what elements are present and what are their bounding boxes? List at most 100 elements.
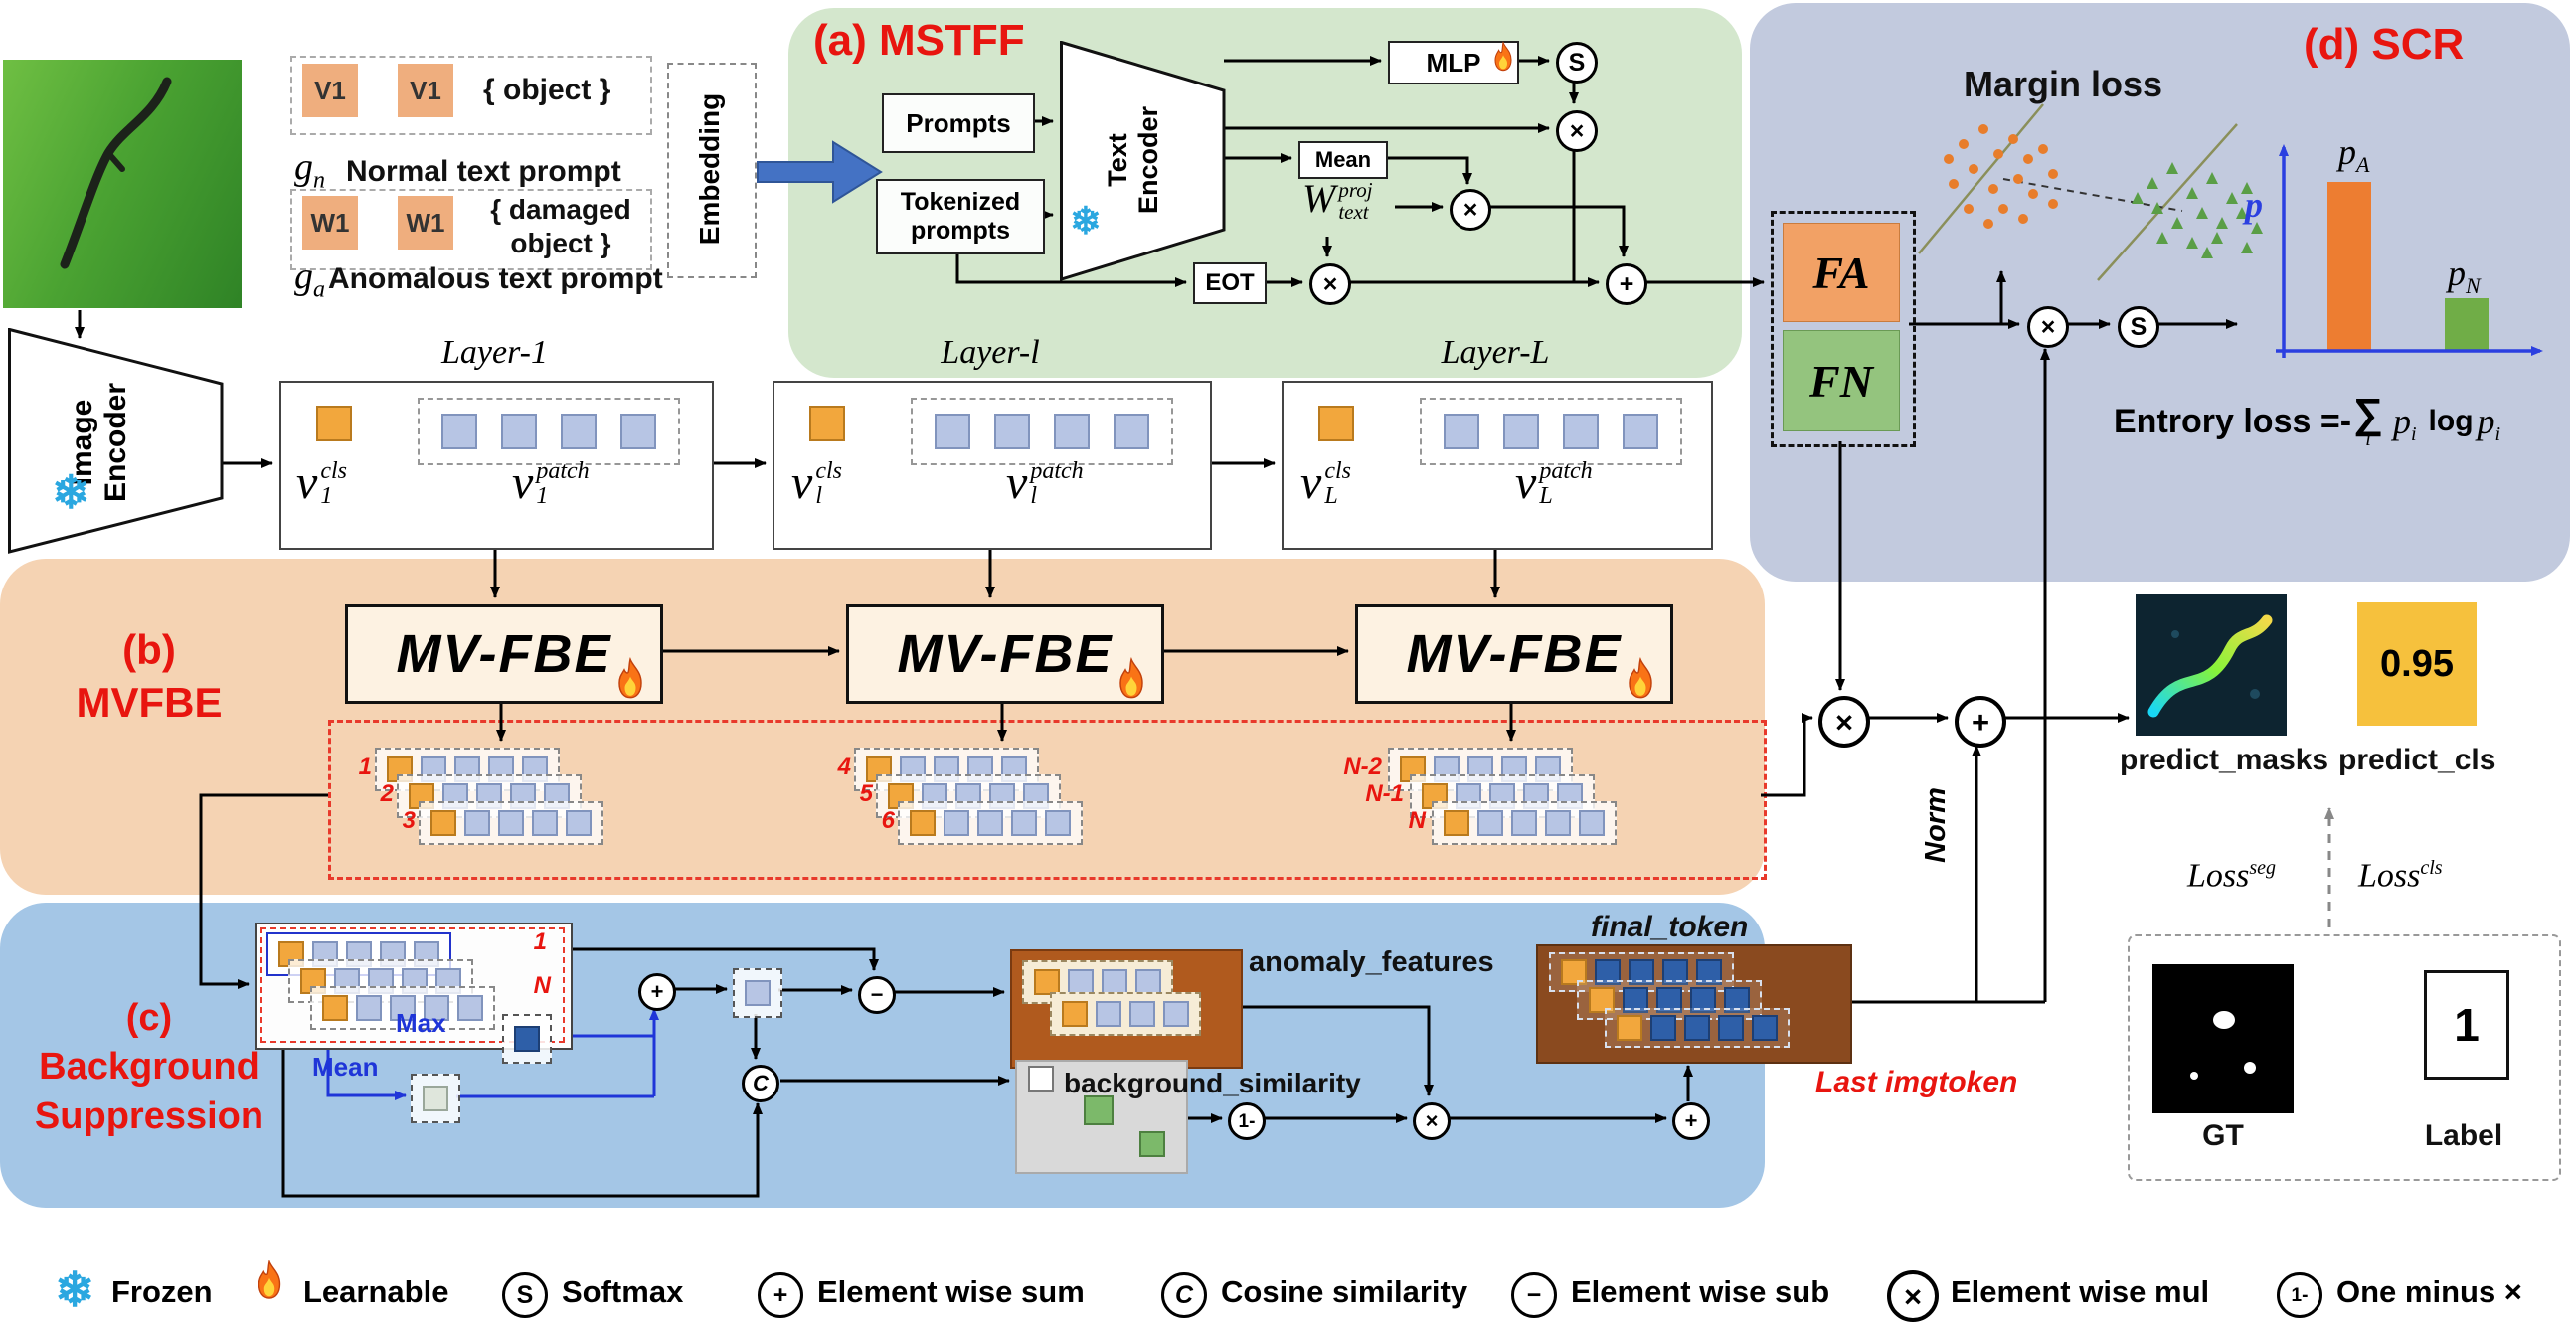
patch-token <box>501 414 537 449</box>
margin-loss-label: Margin loss <box>1964 64 2163 104</box>
fn-box: FN <box>1783 330 1900 431</box>
cls-token <box>316 406 352 441</box>
w-base: W <box>1302 176 1336 221</box>
tokenized-prompts-box: Tokenized prompts <box>876 179 1045 254</box>
token-row <box>310 986 495 1030</box>
background-similarity-label: background_similarity <box>1064 1068 1361 1098</box>
patch-token <box>532 810 558 836</box>
embedding-to-mstff-arrow <box>757 140 883 204</box>
patch-token <box>1503 414 1539 449</box>
object-placeholder: { object } <box>483 74 611 106</box>
patch-token <box>977 810 1003 836</box>
fa-fn-container <box>1771 211 1916 447</box>
sum-op: + <box>638 973 676 1011</box>
p-axis-label: p <box>2245 185 2263 225</box>
cls-token <box>1617 1015 1642 1041</box>
combined-token <box>745 980 771 1006</box>
patch-token <box>561 414 597 449</box>
patch-token <box>1595 959 1621 985</box>
p-base: p <box>2448 253 2466 293</box>
one-minus-op: 1- <box>1228 1102 1266 1140</box>
subtract-symbol: − <box>1526 1280 1542 1309</box>
bs-title-line1: (c) <box>125 997 173 1039</box>
patch-token <box>994 414 1030 449</box>
subtract-symbol: − <box>870 982 884 1007</box>
legend-mul: Element wise mul <box>1951 1274 2210 1309</box>
patch-token <box>1718 1015 1744 1041</box>
final-token-label: final_token <box>1591 911 1749 943</box>
scr-title: (d) SCR <box>2304 20 2465 69</box>
label-caption: Label <box>2424 1119 2503 1152</box>
cls-token <box>910 810 936 836</box>
text-encoder-line1: Text <box>1102 133 1132 187</box>
loss-base: Loss <box>2187 857 2250 895</box>
sum-op: + <box>758 1272 803 1318</box>
v-sup: cls <box>815 458 842 484</box>
background-token <box>1139 1131 1165 1157</box>
layer1-title: Layer-1 <box>441 334 548 371</box>
legend-one-minus: One minus × <box>2336 1274 2522 1309</box>
v-sub: l <box>815 483 822 510</box>
flame-icon <box>608 656 652 710</box>
loss-seg-label: Lossseg <box>2187 857 2276 895</box>
prompts-box-label: Prompts <box>906 107 1011 138</box>
image-encoder-label: Image Encoder <box>45 333 154 552</box>
row-index: 4 <box>837 754 851 780</box>
p-term: p <box>2477 402 2495 442</box>
mvfbe-block-label: MV-FBE <box>1406 624 1623 684</box>
pa-sub: A <box>2356 152 2370 178</box>
sum-op: + <box>1606 263 1647 305</box>
sum-symbol: + <box>773 1280 788 1309</box>
w-text-proj-label: W proj text <box>1302 176 1373 224</box>
w1-label: W1 <box>406 207 445 238</box>
mean-label: Mean <box>312 1052 379 1082</box>
mstff-title: (a) MSTFF <box>813 16 1025 65</box>
patch-token <box>1011 810 1037 836</box>
token-row <box>375 748 560 791</box>
softmax-op: S <box>2118 306 2159 348</box>
loss-sup: seg <box>2249 857 2277 879</box>
mvfbe-block-2: MV-FBE <box>846 604 1164 704</box>
patch-token <box>1684 1015 1710 1041</box>
pn-sub: N <box>2466 273 2481 299</box>
multiply-symbol: × <box>1322 269 1338 298</box>
flame-icon <box>1619 656 1662 710</box>
flame-icon <box>1110 656 1153 710</box>
combined-token-box <box>733 968 782 1018</box>
bs-title-line2: Background <box>39 1046 259 1089</box>
mean-label: Mean <box>1314 147 1372 172</box>
multiply-symbol: × <box>1569 116 1585 145</box>
sum-symbol: + <box>1619 269 1634 298</box>
anomalous-prompt-frame <box>290 189 652 270</box>
cls-token <box>1444 810 1469 836</box>
predict-masks-label: predict_masks <box>2120 744 2329 776</box>
multiply-op: × <box>1818 696 1870 748</box>
patch-tokens <box>418 398 680 465</box>
v1-label: V1 <box>314 75 346 105</box>
max-token-box <box>502 1014 552 1064</box>
softmax-op: S <box>502 1272 548 1318</box>
loss-cls-label: Losscls <box>2358 857 2443 895</box>
text-encoder-label: Text Encoder <box>1099 66 1168 254</box>
g-n-sub: n <box>313 167 325 194</box>
legend-sum: Element wise sum <box>817 1274 1085 1309</box>
patch-tokens <box>911 398 1173 465</box>
v1-label: V1 <box>410 75 441 105</box>
anomaly-features-label: anomaly_features <box>1249 946 1494 978</box>
norm-label: Norm <box>1919 756 1955 895</box>
bent-wire-graphic <box>60 77 172 269</box>
legend-learnable: Learnable <box>303 1274 449 1309</box>
legend-cosine: Cosine similarity <box>1221 1274 1468 1309</box>
predict-cls-label: predict_cls <box>2338 744 2496 776</box>
patch-token <box>390 995 416 1021</box>
label-value: 1 <box>2454 999 2480 1051</box>
p-index: i <box>2494 422 2501 445</box>
v-base: v <box>1006 456 1028 509</box>
row-index: N-1 <box>1365 780 1404 807</box>
v-base: v <box>1515 456 1537 509</box>
v-sub: L <box>1324 483 1338 510</box>
